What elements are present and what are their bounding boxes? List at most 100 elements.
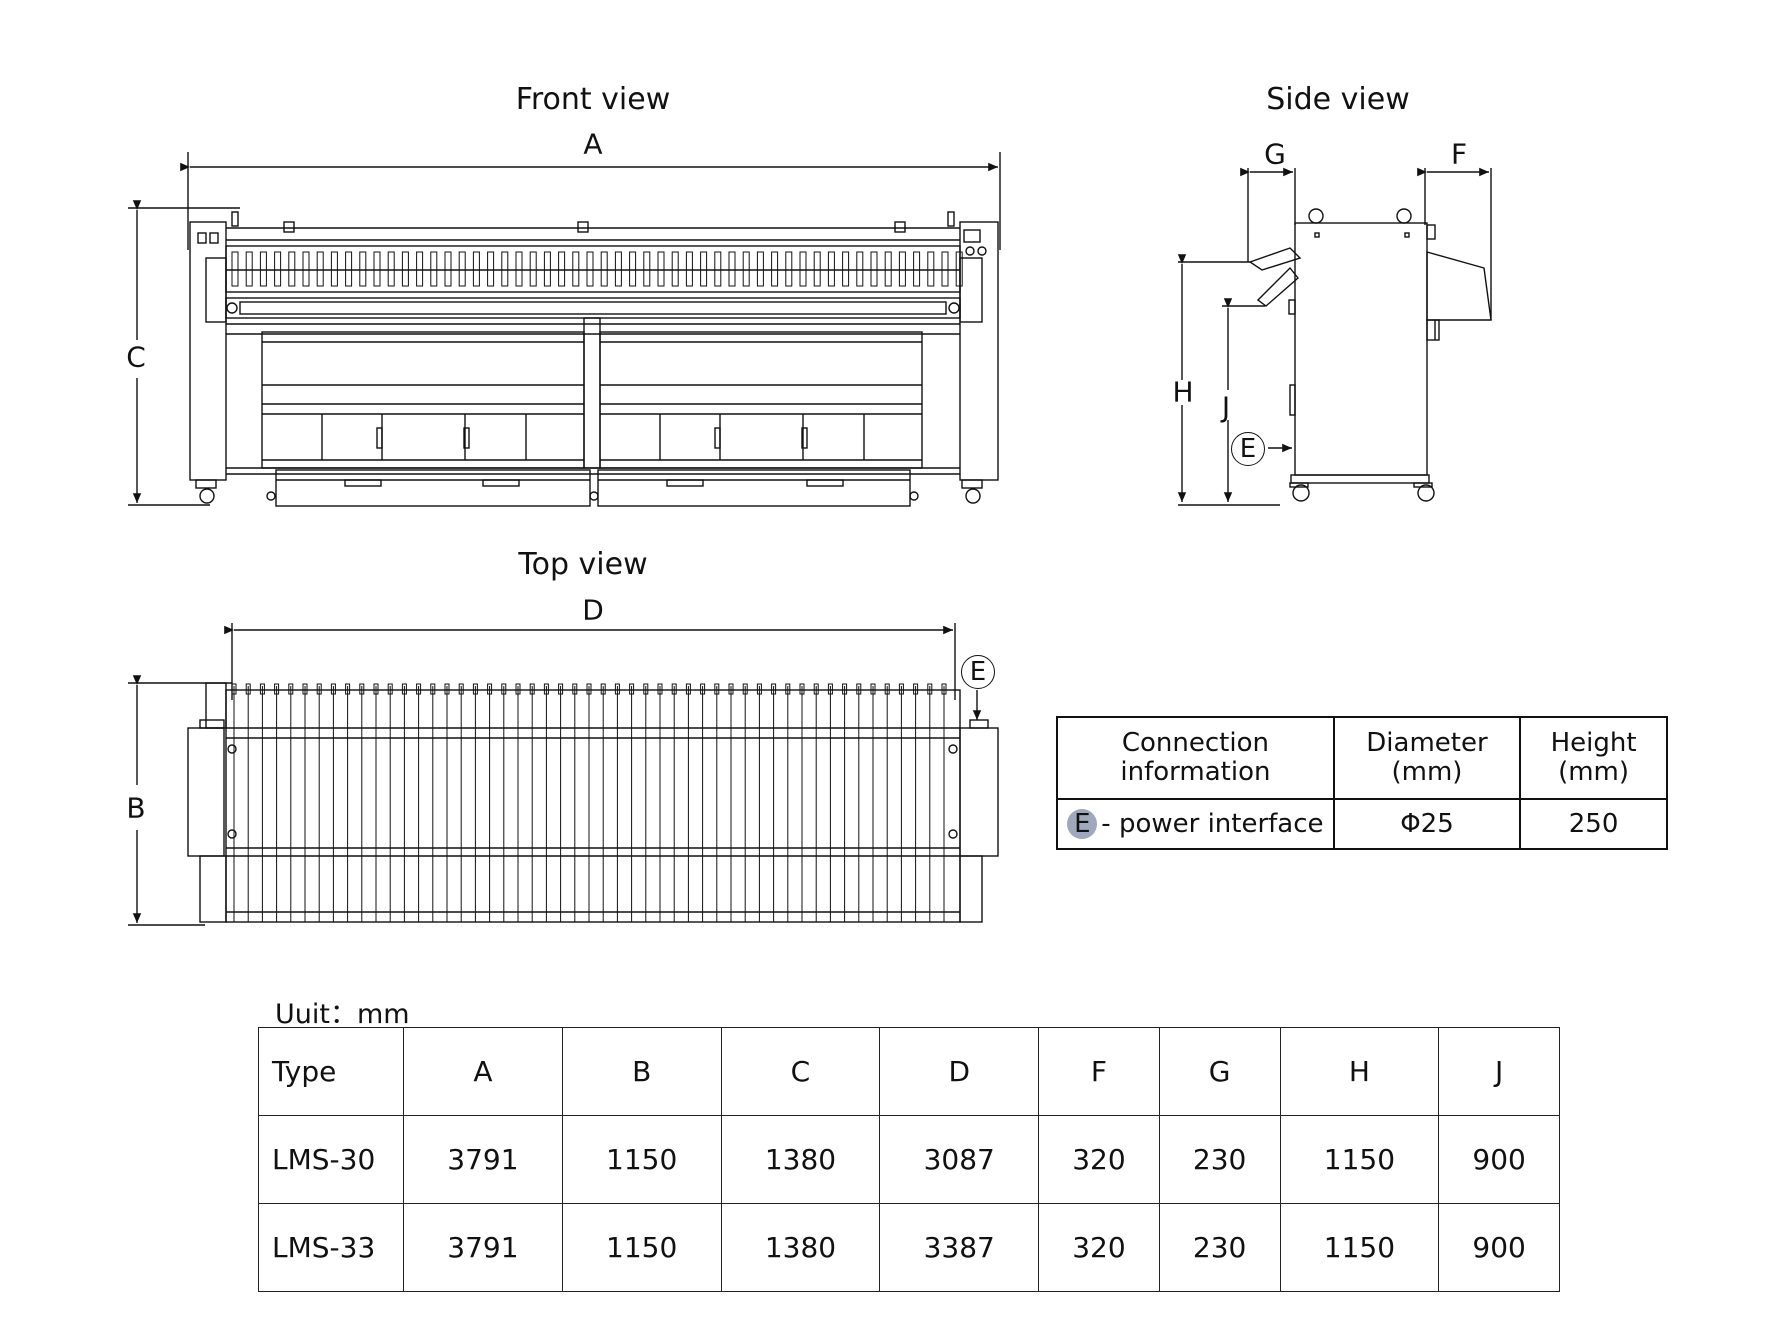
col-h: H bbox=[1279, 1027, 1440, 1116]
marker-e-top: E bbox=[961, 655, 995, 689]
row-type: LMS-30 bbox=[258, 1115, 404, 1204]
col-b: B bbox=[561, 1027, 722, 1116]
roller-rib bbox=[274, 251, 282, 287]
roller-rib bbox=[700, 251, 708, 287]
e-badge: E bbox=[1067, 809, 1098, 839]
col-type: Type bbox=[258, 1027, 404, 1116]
left-wheel bbox=[199, 488, 215, 504]
dimension-table: Type A B C D F G H J LMS-30 3791 1150 13… bbox=[258, 1027, 1560, 1292]
roller-rib bbox=[955, 251, 963, 287]
cell-h: 1150 bbox=[1279, 1203, 1440, 1292]
dim-label-b: B bbox=[126, 791, 146, 825]
cell-b: 1150 bbox=[561, 1203, 722, 1292]
connection-height: 250 bbox=[1519, 798, 1668, 850]
table-row: LMS-30 3791 1150 1380 3087 320 230 1150 … bbox=[258, 1115, 1560, 1204]
top-rib-tab bbox=[842, 683, 848, 695]
header-connection-info: Connection information bbox=[1056, 716, 1335, 800]
top-rib-tab bbox=[259, 683, 265, 695]
roller-rib bbox=[600, 251, 608, 287]
dim-label-f: F bbox=[1450, 137, 1468, 171]
roller-rib bbox=[401, 251, 409, 287]
roller-rib bbox=[487, 251, 495, 287]
cell-g: 230 bbox=[1158, 1203, 1281, 1292]
roller-rib bbox=[799, 251, 807, 287]
roller-rib bbox=[373, 251, 381, 287]
col-g: G bbox=[1158, 1027, 1281, 1116]
roller-rib bbox=[870, 251, 878, 287]
roller-rib bbox=[614, 251, 622, 287]
top-rib-tab bbox=[629, 683, 635, 695]
header-height: Height (mm) bbox=[1519, 716, 1668, 800]
right-tray bbox=[597, 469, 911, 507]
top-rib-tab bbox=[728, 683, 734, 695]
top-rib-tab bbox=[941, 683, 947, 695]
roller-rib bbox=[714, 251, 722, 287]
top-rib-tab bbox=[742, 683, 748, 695]
connection-info-table: Connection information Diameter (mm) Hei… bbox=[1056, 716, 1668, 850]
top-rib-tab bbox=[870, 683, 876, 695]
roller-rib bbox=[643, 251, 651, 287]
roller-rib bbox=[345, 251, 353, 287]
roller-rib bbox=[671, 251, 679, 287]
roller-rib bbox=[501, 251, 509, 287]
top-rib-tab bbox=[799, 683, 805, 695]
top-rib-tab bbox=[543, 683, 549, 695]
roller-rib bbox=[728, 251, 736, 287]
top-rib-tab bbox=[614, 683, 620, 695]
roller-rib bbox=[685, 251, 693, 287]
roller-rib bbox=[827, 251, 835, 287]
top-rib-tab bbox=[643, 683, 649, 695]
cell-a: 3791 bbox=[403, 1203, 563, 1292]
roller-rib bbox=[458, 251, 466, 287]
top-rib-tab bbox=[288, 683, 294, 695]
top-rib-tab bbox=[586, 683, 592, 695]
right-post bbox=[959, 221, 999, 481]
top-rib-tab bbox=[558, 683, 564, 695]
top-view-drawing bbox=[128, 623, 999, 926]
col-d: D bbox=[879, 1027, 1040, 1116]
roller-rib bbox=[629, 251, 637, 287]
top-rib-area bbox=[225, 689, 961, 923]
top-rib-tab bbox=[927, 683, 933, 695]
roller-rib bbox=[657, 251, 665, 287]
top-rib-tab bbox=[487, 683, 493, 695]
col-c: C bbox=[720, 1027, 881, 1116]
top-rib-tab bbox=[700, 683, 706, 695]
cell-c: 1380 bbox=[720, 1203, 881, 1292]
roller-rib bbox=[842, 251, 850, 287]
dimension-table-header: Type A B C D F G H J bbox=[258, 1027, 1560, 1116]
top-rib-tab bbox=[401, 683, 407, 695]
cell-d: 3087 bbox=[879, 1115, 1040, 1204]
roller-rib bbox=[586, 251, 594, 287]
roller-rib bbox=[884, 251, 892, 287]
top-rib-tab bbox=[898, 683, 904, 695]
dim-label-d: D bbox=[582, 593, 604, 627]
top-rib-tab bbox=[671, 683, 677, 695]
top-rib-tab bbox=[444, 683, 450, 695]
top-rib-tab bbox=[756, 683, 762, 695]
cell-b: 1150 bbox=[561, 1115, 722, 1204]
top-rib-tab bbox=[373, 683, 379, 695]
roller-rib bbox=[941, 251, 949, 287]
col-j: J bbox=[1438, 1027, 1560, 1116]
top-rib-tab bbox=[245, 683, 251, 695]
top-rib-tab bbox=[600, 683, 606, 695]
top-rib-tab bbox=[472, 683, 478, 695]
top-rib-tab bbox=[231, 683, 237, 695]
roller-rib bbox=[288, 251, 296, 287]
top-rib-tab bbox=[714, 683, 720, 695]
roller-rib bbox=[756, 251, 764, 287]
roller-rib bbox=[316, 251, 324, 287]
top-rib-tab bbox=[827, 683, 833, 695]
marker-e-side: E bbox=[1231, 432, 1265, 466]
roller-rib bbox=[472, 251, 480, 287]
top-rib-tab bbox=[856, 683, 862, 695]
side-body bbox=[1294, 222, 1428, 476]
top-rib-tab bbox=[359, 683, 365, 695]
roller-band bbox=[225, 245, 961, 293]
top-rib-tab bbox=[345, 683, 351, 695]
unit-label: Uuit：mm bbox=[275, 999, 410, 1030]
side-view-title: Side view bbox=[1266, 82, 1410, 117]
roller-rib bbox=[813, 251, 821, 287]
roller-rib bbox=[387, 251, 395, 287]
